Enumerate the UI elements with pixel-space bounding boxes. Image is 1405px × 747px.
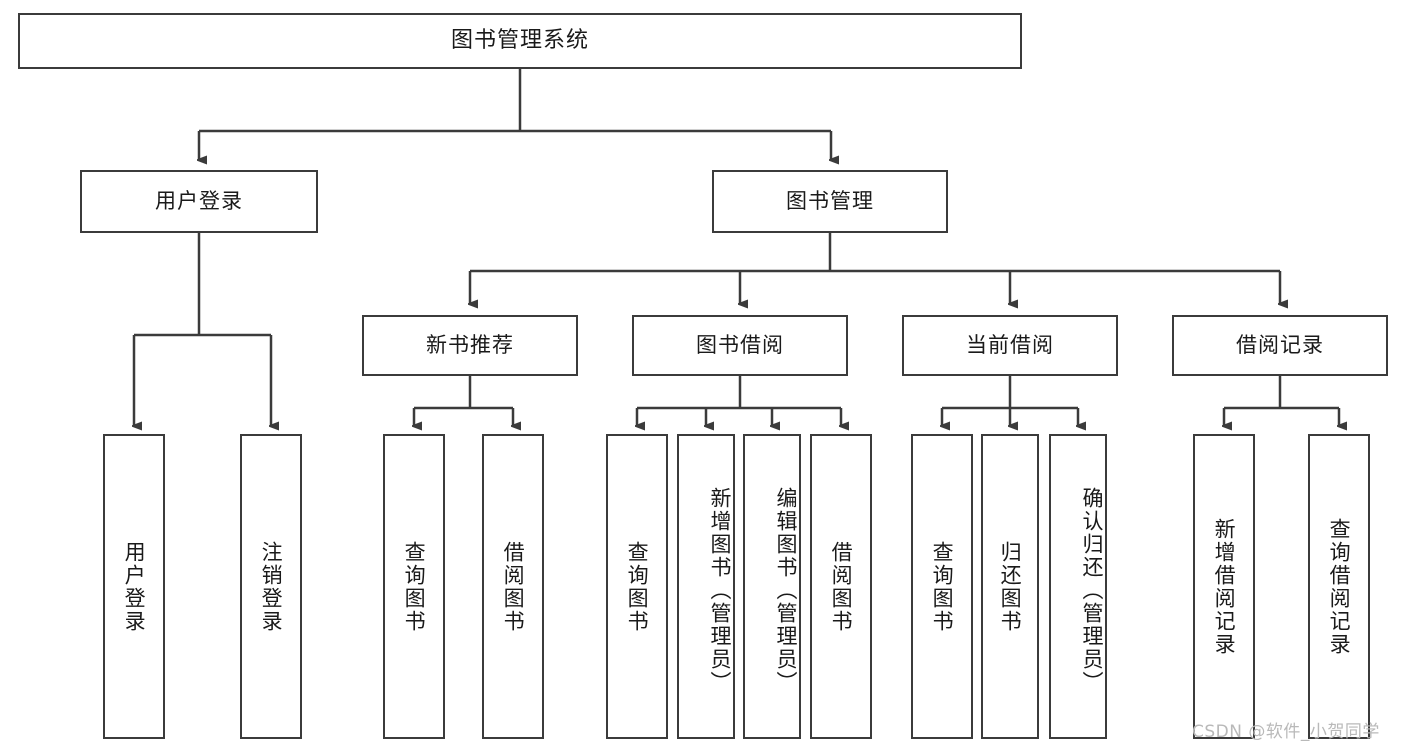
csdn-watermark: CSDN @软件_小贺同学 [1192,722,1380,742]
node-current-borrow[interactable]: 当前借阅 [902,315,1118,376]
leaf-edit-book[interactable]: 编辑图书（管理员） [743,434,801,739]
node-user-login[interactable]: 用户登录 [80,170,318,233]
leaf-user-login[interactable]: 用户登录 [103,434,165,739]
leaf-borrow-book-2[interactable]: 借阅图书 [810,434,872,739]
leaf-query-book-1[interactable]: 查询图书 [383,434,445,739]
leaf-add-book[interactable]: 新增图书（管理员） [677,434,735,739]
node-borrow-record[interactable]: 借阅记录 [1172,315,1388,376]
leaf-query-book-2[interactable]: 查询图书 [606,434,668,739]
leaf-user-logout[interactable]: 注销登录 [240,434,302,739]
node-book-manage[interactable]: 图书管理 [712,170,948,233]
node-book-borrow[interactable]: 图书借阅 [632,315,848,376]
leaf-confirm-return[interactable]: 确认归还（管理员） [1049,434,1107,739]
leaf-borrow-book-1[interactable]: 借阅图书 [482,434,544,739]
node-new-book-recommend[interactable]: 新书推荐 [362,315,578,376]
leaf-add-record[interactable]: 新增借阅记录 [1193,434,1255,739]
node-root-system[interactable]: 图书管理系统 [18,13,1022,69]
leaf-query-book-3[interactable]: 查询图书 [911,434,973,739]
leaf-query-record[interactable]: 查询借阅记录 [1308,434,1370,739]
leaf-return-book[interactable]: 归还图书 [981,434,1039,739]
